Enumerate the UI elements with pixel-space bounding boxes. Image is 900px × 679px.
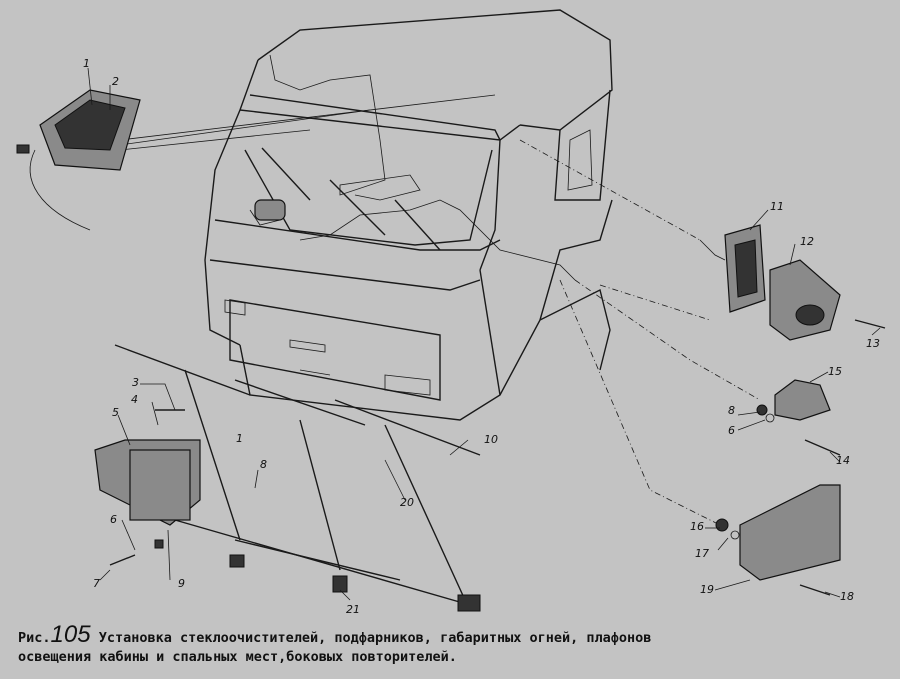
callout-1b: 1 — [236, 432, 243, 445]
callout-16: 16 — [690, 520, 704, 533]
callout-10: 10 — [484, 433, 498, 446]
callout-5: 5 — [112, 406, 119, 419]
parking-lamp — [715, 484, 841, 596]
caption-line-2: освещения кабины и спальных мест,боковых… — [18, 649, 457, 665]
callout-7: 7 — [93, 577, 100, 590]
callout-1: 1 — [83, 57, 90, 70]
callout-18: 18 — [840, 590, 854, 603]
caption-line-1: Установка стеклоочистителей, подфарников… — [98, 630, 652, 646]
figure-prefix: Рис. — [18, 630, 51, 646]
callout-20: 20 — [400, 496, 414, 509]
callout-13: 13 — [866, 337, 880, 350]
side-repeater-lamp — [756, 379, 841, 456]
callout-11: 11 — [770, 200, 784, 213]
callout-3: 3 — [132, 376, 139, 389]
callout-6b: 6 — [728, 424, 735, 437]
callout-6: 6 — [110, 513, 117, 526]
callout-15: 15 — [828, 365, 842, 378]
wiper-linkage — [114, 344, 481, 612]
callout-8b: 8 — [728, 404, 735, 417]
wiper-motor — [94, 409, 201, 566]
callout-17: 17 — [695, 547, 709, 560]
callout-12: 12 — [800, 235, 814, 248]
callout-21: 21 — [346, 603, 360, 616]
callout-2: 2 — [112, 75, 119, 88]
figure-number: 105 — [50, 621, 91, 648]
truck-cab — [204, 9, 613, 421]
figure-caption: Рис.105 Установка стеклоочистителей, под… — [18, 623, 898, 667]
callout-19: 19 — [700, 583, 714, 596]
callout-9: 9 — [178, 577, 185, 590]
callout-4: 4 — [131, 393, 138, 406]
callout-8: 8 — [260, 458, 267, 471]
leader-lines — [119, 94, 761, 526]
cabin-lamp-assembly — [16, 89, 141, 231]
callout-14: 14 — [836, 454, 850, 467]
callout-leaders — [87, 67, 881, 601]
marker-lamp-and-repeater — [699, 224, 886, 341]
cab-wiper-lights-diagram — [16, 9, 886, 612]
